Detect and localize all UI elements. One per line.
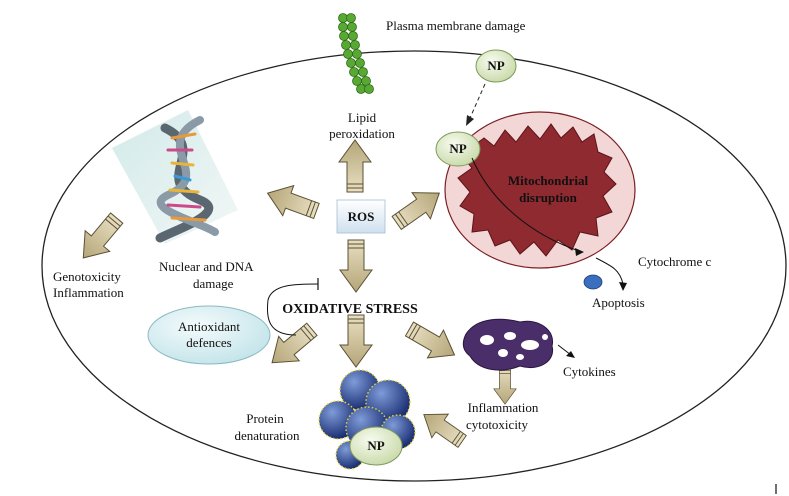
cytotoxicity-label: cytotoxicity (466, 417, 529, 432)
nuclear-dna-label-1: Nuclear and DNA (159, 259, 254, 274)
ros-box (336, 199, 386, 234)
cell-membrane (41, 50, 787, 482)
mitochondrion-inner (457, 123, 617, 257)
arrow-to-inflammation (400, 314, 464, 370)
arrow-to-protein (339, 314, 373, 368)
cytokines-label: Cytokines (563, 364, 616, 379)
np-outside-icon (475, 49, 517, 83)
cytotoxic-cell-icon (462, 318, 554, 371)
mitochondrial-label-1: Mitochondrial (508, 173, 589, 188)
np-entry-arrow (469, 83, 486, 119)
arrow-to-antioxidant (261, 316, 323, 376)
np-protein-icon (349, 426, 403, 466)
antioxidant-label-1: Antioxidant (178, 319, 240, 334)
apoptosis-label: Apoptosis (592, 295, 645, 310)
np-protein-label: NP (367, 438, 384, 453)
arrow-ros-to-dna (261, 177, 323, 227)
dna-helix-icon (112, 110, 238, 244)
antioxidant-defences-shape (147, 305, 271, 365)
np-mitochondrion-icon (435, 131, 481, 167)
arrow-ros-to-lipid (338, 139, 372, 193)
cytochrome-label: Cytochrome c (638, 254, 712, 269)
inflammation-label: Inflammation (468, 400, 539, 415)
arrow-ros-to-mito (387, 179, 449, 237)
lipid-label-2: peroxidation (329, 126, 395, 141)
mitochondrial-label-2: disruption (519, 190, 578, 205)
genotoxicity-label: Genotoxicity (53, 269, 121, 284)
ros-label: ROS (348, 209, 375, 224)
arrow-ros-to-oxidative (339, 239, 373, 293)
nuclear-dna-label-2: damage (193, 276, 234, 291)
plasma-membrane-beads-icon (338, 13, 374, 94)
protein-label-2: denaturation (235, 428, 300, 443)
np-outside-label: NP (487, 58, 504, 73)
lipid-label-1: Lipid (348, 110, 377, 125)
denatured-protein-cluster-icon (318, 369, 416, 470)
inflammation-left-label: Inflammation (53, 285, 124, 300)
plasma-membrane-label: Plasma membrane damage (386, 18, 526, 33)
oxidative-stress-label: OXIDATIVE STRESS (282, 302, 418, 317)
protein-label-1: Protein (246, 411, 284, 426)
antioxidant-label-2: defences (186, 335, 231, 350)
arrow-inflammation-to-protein (415, 402, 471, 454)
apoptosis-icon (583, 274, 603, 290)
arrow-to-genotoxicity (70, 207, 130, 269)
np-path-line (471, 157, 583, 253)
inhibition-line (266, 283, 319, 336)
arrow-cytotox-down (493, 367, 517, 405)
np-mitochondrion-label: NP (449, 141, 466, 156)
